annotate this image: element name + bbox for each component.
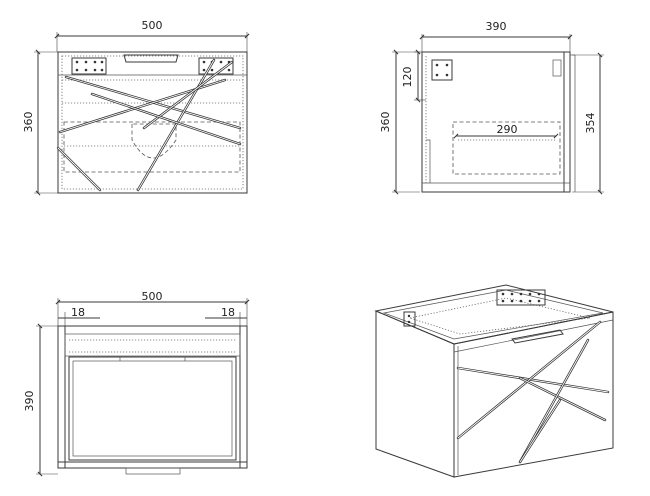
top-cabinet-outline [57, 325, 248, 469]
front-width-dimension: 500 [54, 19, 250, 52]
top-handle [125, 467, 181, 475]
side-drawer-box [452, 121, 561, 175]
top-width-dimension: 500 [55, 290, 250, 326]
side-bracket-dimension: 120 [401, 49, 426, 103]
top-right-wall-label: 18 [221, 306, 235, 319]
side-inner-depth-label: 290 [497, 123, 518, 136]
top-drawer-box [68, 356, 237, 461]
front-bracket-left [71, 57, 107, 75]
side-depth-dimension: 390 [419, 20, 573, 52]
front-decor-grooves [56, 58, 242, 192]
isometric-view [374, 284, 614, 478]
front-width-label: 500 [142, 19, 163, 32]
iso-bracket-back [496, 289, 546, 306]
side-inner-height-label: 354 [584, 113, 597, 134]
top-depth-dimension: 390 [23, 323, 58, 477]
iso-bracket-left [403, 311, 416, 327]
side-cabinet-outline [421, 51, 571, 193]
top-wall-dimensions: 18 18 [58, 306, 247, 326]
front-height-dimension: 360 [22, 49, 58, 196]
top-depth-label: 390 [23, 391, 36, 412]
side-depth-label: 390 [486, 20, 507, 33]
top-width-label: 500 [142, 290, 163, 303]
top-left-wall-label: 18 [71, 306, 85, 319]
iso-handle [511, 329, 564, 344]
front-cabinet-outline [57, 51, 248, 194]
top-view: 500 18 18 390 [23, 290, 250, 477]
iso-top-outline [374, 284, 614, 345]
front-height-label: 360 [22, 112, 35, 133]
side-height-dimension: 360 [379, 49, 420, 195]
side-inner-height-dimension: 354 [572, 52, 604, 195]
front-siphon-cutout [131, 123, 177, 159]
side-bracket-height-label: 120 [401, 67, 414, 88]
front-view: 500 360 [22, 19, 250, 196]
side-bracket [431, 59, 453, 81]
side-height-label: 360 [379, 112, 392, 133]
side-view: 390 360 120 354 [379, 20, 604, 195]
front-handle-slot [123, 54, 179, 63]
iso-decor-grooves [456, 320, 610, 464]
side-inner-depth-dimension: 290 [453, 123, 559, 139]
iso-drawer-front [453, 311, 614, 478]
iso-side-panel [375, 310, 455, 478]
